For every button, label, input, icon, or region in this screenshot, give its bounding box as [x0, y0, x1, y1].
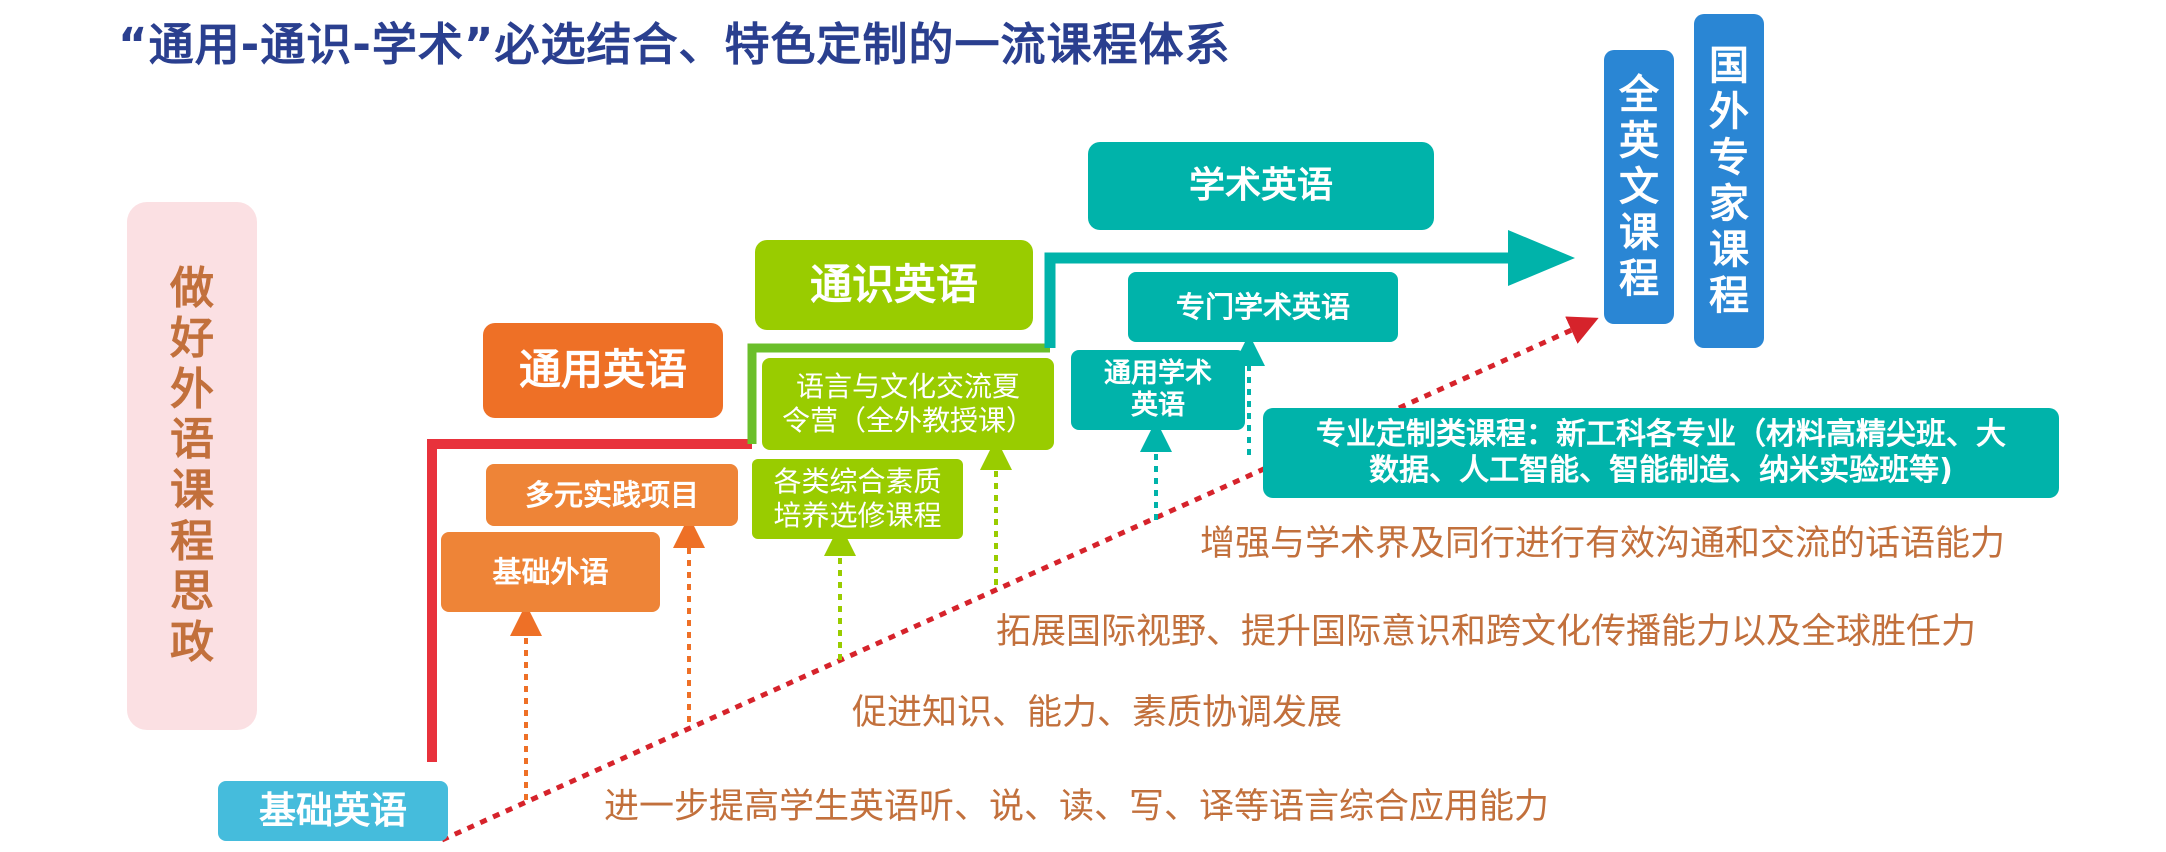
course-quality-electives: 各类综合素质 培养选修课程	[752, 459, 963, 539]
all-english-char: 文	[1619, 164, 1659, 210]
all-english-char: 程	[1619, 256, 1659, 302]
foreign-experts-char: 专	[1709, 135, 1749, 181]
course-foreign-experts: 国 外 专 家 课 程	[1694, 14, 1764, 348]
foreign-experts-char: 课	[1709, 227, 1749, 273]
foreign-experts-char: 程	[1709, 273, 1749, 319]
all-english-char: 英	[1619, 118, 1659, 164]
course-custom-line1: 专业定制类课程：新工科各专业（材料高精尖班、大	[1316, 417, 2006, 452]
stage-general-english: 通用英语	[483, 323, 723, 418]
course-custom-line2: 数据、人工智能、智能制造、纳米实验班等)	[1369, 453, 1953, 488]
side-banner-char: 好	[170, 313, 214, 365]
page-title: “通用-通识-学术”必选结合、特色定制的一流课程体系	[118, 18, 1231, 71]
course-quality-line2: 培养选修课程	[773, 499, 942, 532]
stair-line-red	[427, 439, 752, 762]
foreign-experts-char: 外	[1709, 89, 1749, 135]
goal-coordinated-development: 促进知识、能力、素质协调发展	[852, 693, 1343, 733]
side-banner: 做 好 外 语 课 程 思 政	[127, 202, 257, 730]
side-banner-char: 政	[170, 616, 214, 668]
main-arrow-head	[1508, 230, 1575, 286]
goal-academic-communication: 增强与学术界及同行进行有效沟通和交流的话语能力	[1200, 524, 2006, 564]
course-all-english: 全 英 文 课 程	[1604, 50, 1674, 324]
side-banner-char: 做	[170, 262, 214, 314]
all-english-char: 全	[1619, 72, 1659, 118]
stage-basic-english: 基础英语	[218, 781, 448, 841]
all-english-char: 课	[1619, 210, 1659, 256]
stair-line-green	[747, 343, 1050, 444]
goal-global-competence: 拓展国际视野、提升国际意识和跨文化传播能力以及全球胜任力	[996, 612, 1977, 652]
course-general-academic-line2: 英语	[1131, 390, 1185, 421]
course-basic-foreign: 基础外语	[441, 532, 660, 612]
foreign-experts-char: 国	[1709, 43, 1749, 89]
stage-liberal-english: 通识英语	[755, 240, 1033, 330]
side-banner-char: 思	[170, 566, 214, 618]
stair-line-teal	[1044, 252, 1518, 348]
course-custom-major: 专业定制类课程：新工科各专业（材料高精尖班、大 数据、人工智能、智能制造、纳米实…	[1263, 408, 2059, 498]
course-quality-line1: 各类综合素质	[773, 465, 942, 499]
side-banner-char: 程	[170, 515, 214, 567]
goal-language-skills: 进一步提高学生英语听、说、读、写、译等语言综合应用能力	[604, 787, 1550, 827]
foreign-experts-char: 家	[1709, 181, 1749, 227]
course-summer-camp: 语言与文化交流夏 令营（全外教授课）	[762, 358, 1054, 450]
course-summer-camp-line1: 语言与文化交流夏	[795, 370, 1020, 404]
course-general-academic-line1: 通用学术	[1104, 357, 1212, 389]
course-practice-projects: 多元实践项目	[486, 464, 738, 526]
side-banner-char: 语	[170, 414, 214, 466]
stage-academic-english: 学术英语	[1088, 142, 1434, 230]
course-general-academic: 通用学术 英语	[1071, 350, 1245, 430]
side-banner-char: 外	[170, 363, 214, 415]
course-special-academic: 专门学术英语	[1128, 272, 1398, 342]
side-banner-char: 课	[170, 465, 214, 516]
course-summer-camp-line2: 令营（全外教授课）	[781, 404, 1034, 437]
